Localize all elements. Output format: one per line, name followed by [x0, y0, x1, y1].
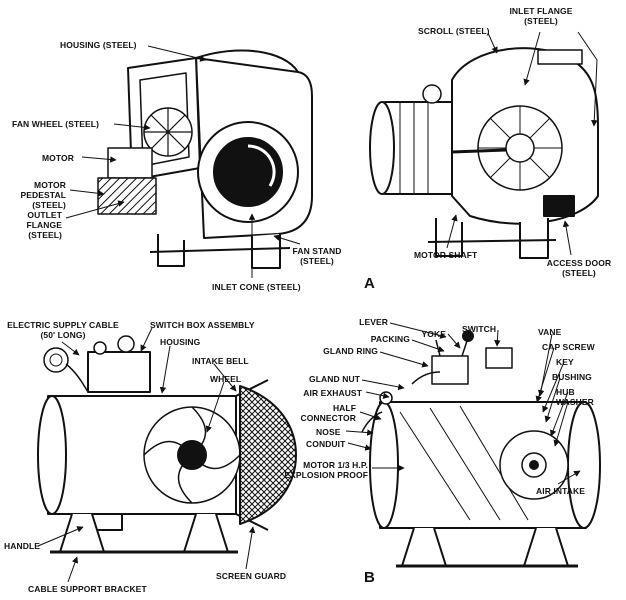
label-vane: VANE — [538, 327, 562, 337]
label-housing-steel: HOUSING (STEEL) — [60, 40, 137, 50]
label-washer: WASHER — [556, 397, 594, 407]
label-handle: HANDLE — [4, 541, 41, 551]
figure-a-right-fan — [369, 47, 599, 259]
label-cap-screw: CAP SCREW — [542, 342, 595, 352]
label-yoke: YOKE — [421, 329, 446, 339]
label-cable-support-bracket: CABLE SUPPORT BRACKET — [28, 584, 147, 594]
label-nose: NOSE — [316, 427, 341, 437]
label-access-door-steel: ACCESS DOOR (STEEL) — [546, 258, 612, 279]
label-fan-stand-steel: FAN STAND (STEEL) — [292, 246, 342, 267]
label-inlet-flange-steel: INLET FLANGE (STEEL) — [509, 6, 573, 27]
label-inlet-cone-steel: INLET CONE (STEEL) — [212, 282, 301, 292]
label-housing-b: HOUSING — [160, 337, 201, 347]
figure-b-tag: B — [364, 569, 375, 586]
label-intake-bell: INTAKE BELL — [192, 356, 249, 366]
figure-b-left-fan — [37, 335, 297, 554]
label-fan-wheel-steel: FAN WHEEL (STEEL) — [12, 119, 100, 129]
label-hub: HUB — [556, 387, 575, 397]
label-motor-pedestal-steel: MOTOR PEDESTAL (STEEL) — [20, 180, 66, 211]
label-switch: SWITCH — [462, 324, 497, 334]
label-motor-shaft: MOTOR SHAFT — [414, 250, 478, 260]
label-electric-supply-cable: ELECTRIC SUPPLY CABLE (50' LONG) — [7, 320, 119, 341]
label-key: KEY — [556, 357, 574, 367]
label-gland-nut: GLAND NUT — [309, 374, 360, 384]
label-scroll-steel: SCROLL (STEEL) — [418, 26, 490, 36]
label-packing: PACKING — [370, 334, 410, 344]
label-lever: LEVER — [359, 317, 388, 327]
figure-a-left-blower — [97, 49, 313, 269]
label-air-intake: AIR INTAKE — [536, 486, 586, 496]
label-wheel: WHEEL — [210, 374, 242, 384]
label-half-connector: HALF CONNECTOR — [300, 403, 356, 424]
label-air-exhaust: AIR EXHAUST — [303, 388, 362, 398]
figure-b-right-fan — [361, 330, 601, 568]
label-motor: MOTOR — [42, 153, 74, 163]
label-bushing: BUSHING — [552, 372, 592, 382]
label-switch-box-assembly: SWITCH BOX ASSEMBLY — [150, 320, 255, 330]
figure-a-tag: A — [364, 275, 375, 292]
label-screen-guard: SCREEN GUARD — [216, 571, 287, 581]
label-motor-13hp-explosion-proof: MOTOR 1/3 H.P. EXPLOSION PROOF — [284, 460, 368, 481]
label-gland-ring: GLAND RING — [323, 346, 378, 356]
leader-lines — [37, 31, 598, 583]
label-conduit: CONDUIT — [306, 439, 346, 449]
label-outlet-flange-steel: OUTLET FLANGE (STEEL) — [26, 210, 62, 241]
